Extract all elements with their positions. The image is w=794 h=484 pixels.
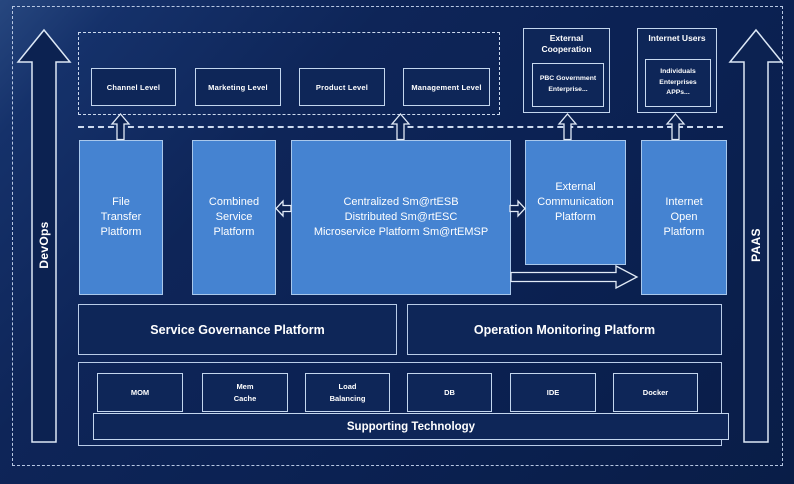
platform-external-communication: External Communication Platform [525, 140, 626, 265]
external-cooperation-title: External Cooperation [541, 33, 592, 55]
platform-file-transfer: File Transfer Platform [79, 140, 163, 295]
tech-box-db: DB [407, 373, 492, 412]
outer-dashed-boundary [12, 6, 783, 466]
level-label: Product Level [315, 82, 369, 92]
governance-label: Service Governance Platform [150, 322, 325, 337]
up-arrow-icon [390, 112, 411, 141]
supporting-technology-bar: Supporting Technology [93, 413, 729, 440]
devops-rail-label: DevOps [37, 221, 51, 269]
tech-box-ide: IDE [510, 373, 596, 412]
level-box-channel: Channel Level [91, 68, 176, 106]
external-cooperation-members: PBC Government Enterprise... [532, 63, 604, 107]
level-box-management: Management Level [403, 68, 490, 106]
tech-label: Mem Cache [233, 382, 257, 403]
governance-label: Operation Monitoring Platform [473, 322, 656, 337]
platform-internet-open: Internet Open Platform [641, 140, 727, 295]
tech-label: Load Balancing [329, 382, 366, 403]
level-label: Management Level [411, 82, 482, 92]
long-right-arrow-icon [510, 264, 639, 290]
platform-label: Internet Open Platform [663, 195, 705, 239]
platform-label: File Transfer Platform [100, 195, 142, 239]
up-arrow-icon [665, 112, 686, 141]
up-arrow-icon [557, 112, 578, 141]
supporting-technology-container [78, 362, 722, 446]
tech-label: Docker [642, 387, 669, 397]
tech-label: DB [444, 387, 455, 397]
level-label: Marketing Level [208, 82, 268, 92]
internet-users-box: Internet Users Individuals Enterprises A… [637, 28, 717, 113]
right-arrow-icon [509, 199, 526, 218]
up-arrow-icon [110, 112, 131, 141]
paas-up-arrow-icon [728, 28, 784, 443]
tech-box-mem-cache: Mem Cache [202, 373, 288, 412]
left-arrow-icon [275, 199, 292, 218]
tech-box-load-balancing: Load Balancing [305, 373, 390, 412]
operation-monitoring-platform-box: Operation Monitoring Platform [407, 304, 722, 355]
platform-label: External Communication Platform [537, 180, 614, 224]
tech-box-docker: Docker [613, 373, 698, 412]
level-box-product: Product Level [299, 68, 385, 106]
tech-box-mom: MOM [97, 373, 183, 412]
tech-label: IDE [546, 387, 560, 397]
level-label: Channel Level [106, 82, 161, 92]
platform-label: Combined Service Platform [208, 195, 260, 239]
platform-esb-core: Centralized Sm@rtESB Distributed Sm@rtES… [291, 140, 511, 295]
service-governance-platform-box: Service Governance Platform [78, 304, 397, 355]
level-box-marketing: Marketing Level [195, 68, 281, 106]
paas-rail-label: PAAS [749, 228, 763, 262]
internet-users-title: Internet Users [648, 33, 706, 43]
external-cooperation-box: External Cooperation PBC Government Ente… [523, 28, 610, 113]
tech-label: MOM [130, 387, 150, 397]
devops-up-arrow-icon [16, 28, 72, 443]
internet-users-members: Individuals Enterprises APPs... [645, 59, 711, 107]
platform-combined-service: Combined Service Platform [192, 140, 276, 295]
business-levels-container [78, 32, 500, 115]
supporting-technology-label: Supporting Technology [346, 420, 476, 433]
platform-label: Centralized Sm@rtESB Distributed Sm@rtES… [313, 195, 489, 239]
